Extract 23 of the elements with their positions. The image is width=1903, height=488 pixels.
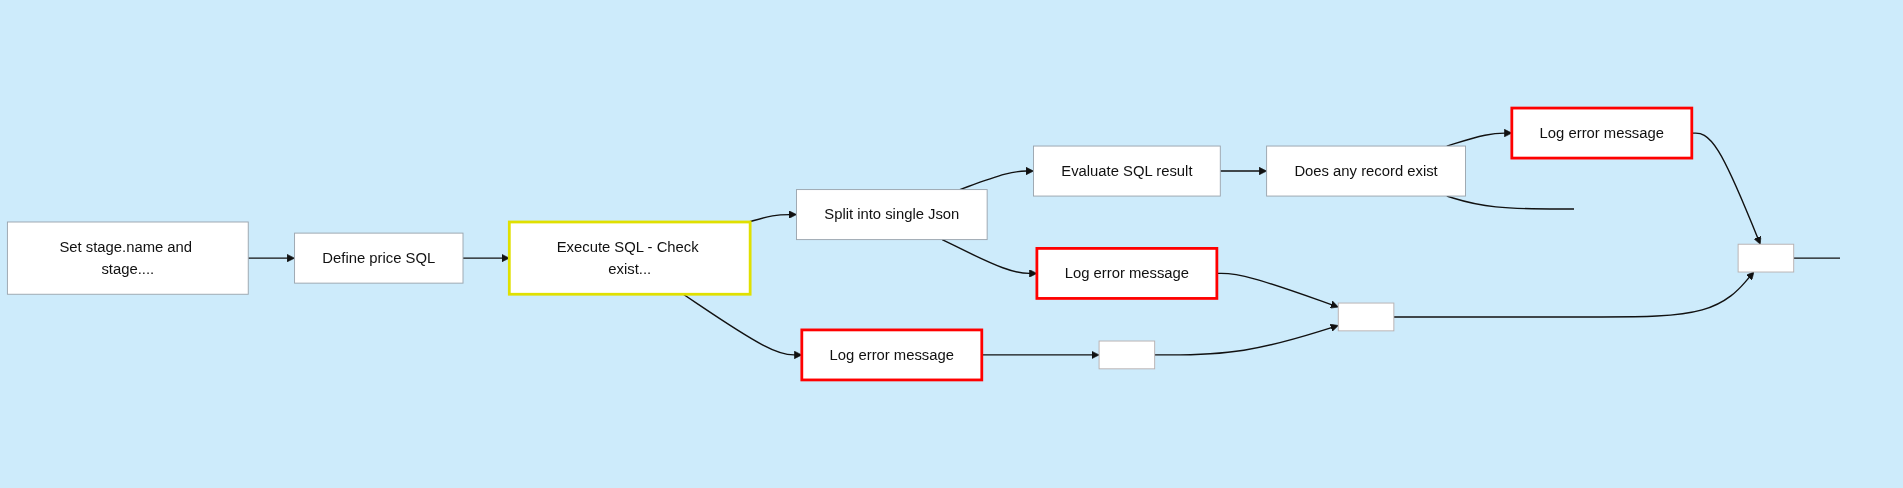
arrow xyxy=(981,350,1100,359)
node-box: Split into single Json xyxy=(796,189,988,241)
node-box: Set stage.name and stage.... xyxy=(6,221,249,295)
arrow xyxy=(959,167,1034,191)
node-box: Define price SQL xyxy=(294,232,464,284)
arrow xyxy=(1153,323,1339,356)
node-box xyxy=(1337,302,1395,332)
arrow xyxy=(1216,272,1339,309)
node-box: Execute SQL - Check exist... xyxy=(507,220,752,296)
node-box: Does any record exist xyxy=(1266,145,1466,197)
arrow xyxy=(1219,167,1267,176)
node-box: Log error message xyxy=(1035,247,1219,300)
arrow xyxy=(462,254,510,263)
arrow xyxy=(1393,271,1755,318)
node-box: Log error message xyxy=(800,328,984,382)
node-box: Evaluate SQL result xyxy=(1033,145,1221,197)
node-box xyxy=(1737,243,1795,273)
node-box xyxy=(1098,340,1156,370)
connector xyxy=(1793,257,1841,259)
node-box: Log error message xyxy=(1510,106,1694,160)
arrow xyxy=(748,210,797,223)
arrow xyxy=(247,254,295,263)
arrow xyxy=(1691,132,1762,245)
